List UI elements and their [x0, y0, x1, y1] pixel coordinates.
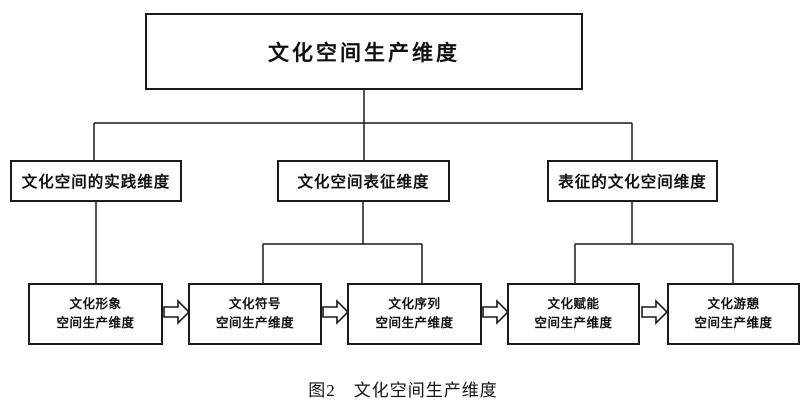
node-label-line2: 空间生产维度	[56, 316, 135, 330]
node-label-line1: 文化序列	[388, 296, 441, 311]
node-practice-dimension: 文化空间的实践维度	[10, 160, 182, 202]
node-culture-symbol: 文化符号 空间生产维度	[188, 283, 322, 345]
block-arrow-right-icon	[482, 299, 510, 325]
node-root: 文化空间生产维度	[145, 13, 583, 90]
node-label: 文化空间表征维度	[297, 174, 430, 191]
node-culture-sequence: 文化序列 空间生产维度	[347, 283, 482, 345]
node-label-line1: 文化赋能	[547, 296, 600, 311]
figure-caption: 图2 文化空间生产维度	[308, 381, 498, 400]
block-arrow-right-icon	[322, 299, 350, 325]
node-label-line2: 空间生产维度	[694, 316, 773, 330]
block-arrow-right-icon	[641, 299, 669, 325]
node-label-line1: 文化符号	[228, 296, 281, 311]
node-label: 文化空间的实践维度	[21, 174, 171, 191]
node-represented-space-dimension: 表征的文化空间维度	[547, 160, 718, 202]
node-label-line1: 文化形象	[69, 296, 122, 311]
node-label-line2: 空间生产维度	[375, 316, 454, 330]
node-label: 表征的文化空间维度	[558, 174, 707, 191]
node-culture-recreation: 文化游憩 空间生产维度	[667, 283, 800, 345]
node-root-label: 文化空间生产维度	[268, 41, 460, 65]
node-label-line2: 空间生产维度	[534, 316, 613, 330]
block-arrow-right-icon	[163, 299, 191, 325]
node-label-line1: 文化游憩	[707, 296, 760, 311]
node-representation-dimension: 文化空间表征维度	[277, 160, 450, 202]
node-label-line2: 空间生产维度	[215, 316, 294, 330]
node-culture-image: 文化形象 空间生产维度	[28, 283, 163, 345]
node-culture-empowerment: 文化赋能 空间生产维度	[507, 283, 640, 345]
